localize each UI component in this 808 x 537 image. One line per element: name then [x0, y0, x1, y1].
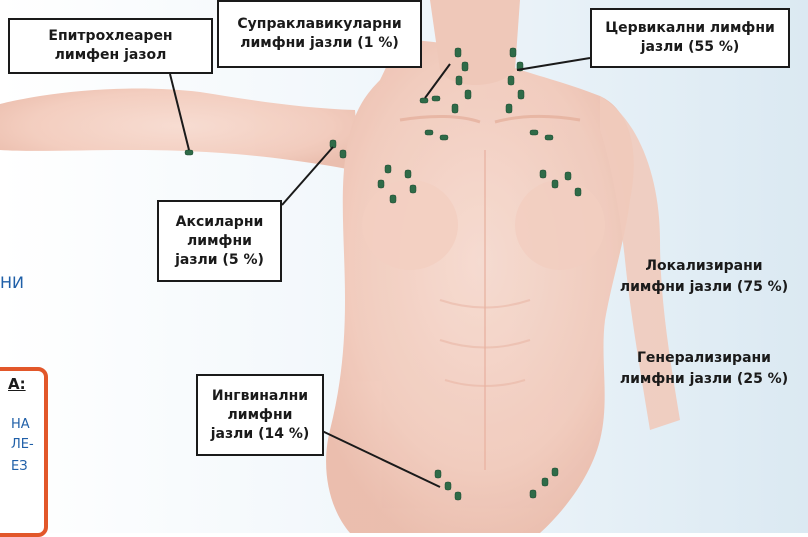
- label-epitrochlear: Епитрохлеарен лимфен јазол: [8, 18, 213, 74]
- label-epitrochlear-line-2: лимфен јазол: [48, 46, 172, 65]
- label-inguinal-line-2: лимфни: [211, 406, 310, 425]
- label-supraclavicular-line-2: лимфни јазли (1 %): [237, 34, 401, 53]
- fragment-le: ЛЕ-: [11, 437, 34, 452]
- label-supraclavicular-line-1: Супраклавикуларни: [237, 15, 401, 34]
- label-generalized-line-1: Генерализирани: [600, 348, 808, 369]
- label-cervical-line-1: Цервикални лимфни: [605, 19, 775, 38]
- label-axillary: Аксиларни лимфни јазли (5 %): [157, 200, 282, 282]
- label-localized-line-1: Локализирани: [600, 256, 808, 277]
- label-inguinal-line-3: јазли (14 %): [211, 425, 310, 444]
- label-axillary-line-3: јазли (5 %): [175, 251, 264, 270]
- label-inguinal: Ингвинални лимфни јазли (14 %): [196, 374, 324, 456]
- label-localized-line-2: лимфни јазли (75 %): [600, 277, 808, 298]
- fragment-na: НА: [11, 417, 30, 432]
- epitrochlear-node: [185, 150, 193, 155]
- label-generalized: Генерализирани лимфни јазли (25 %): [600, 348, 808, 390]
- label-localized: Локализирани лимфни јазли (75 %): [600, 256, 808, 298]
- left-breast: [362, 180, 458, 270]
- fragment-a-colon: А:: [8, 375, 26, 393]
- torso: [326, 40, 634, 533]
- label-epitrochlear-line-1: Епитрохлеарен: [48, 27, 172, 46]
- label-axillary-line-1: Аксиларни: [175, 213, 264, 232]
- label-supraclavicular: Супраклавикуларни лимфни јазли (1 %): [217, 0, 422, 68]
- label-axillary-line-2: лимфни: [175, 232, 264, 251]
- label-cervical: Цервикални лимфни јазли (55 %): [590, 8, 790, 68]
- right-breast: [515, 180, 605, 270]
- label-inguinal-line-1: Ингвинални: [211, 387, 310, 406]
- fragment-ni: НИ: [0, 273, 24, 292]
- fragment-ez: ЕЗ: [11, 459, 28, 474]
- label-generalized-line-2: лимфни јазли (25 %): [600, 369, 808, 390]
- label-cervical-line-2: јазли (55 %): [605, 38, 775, 57]
